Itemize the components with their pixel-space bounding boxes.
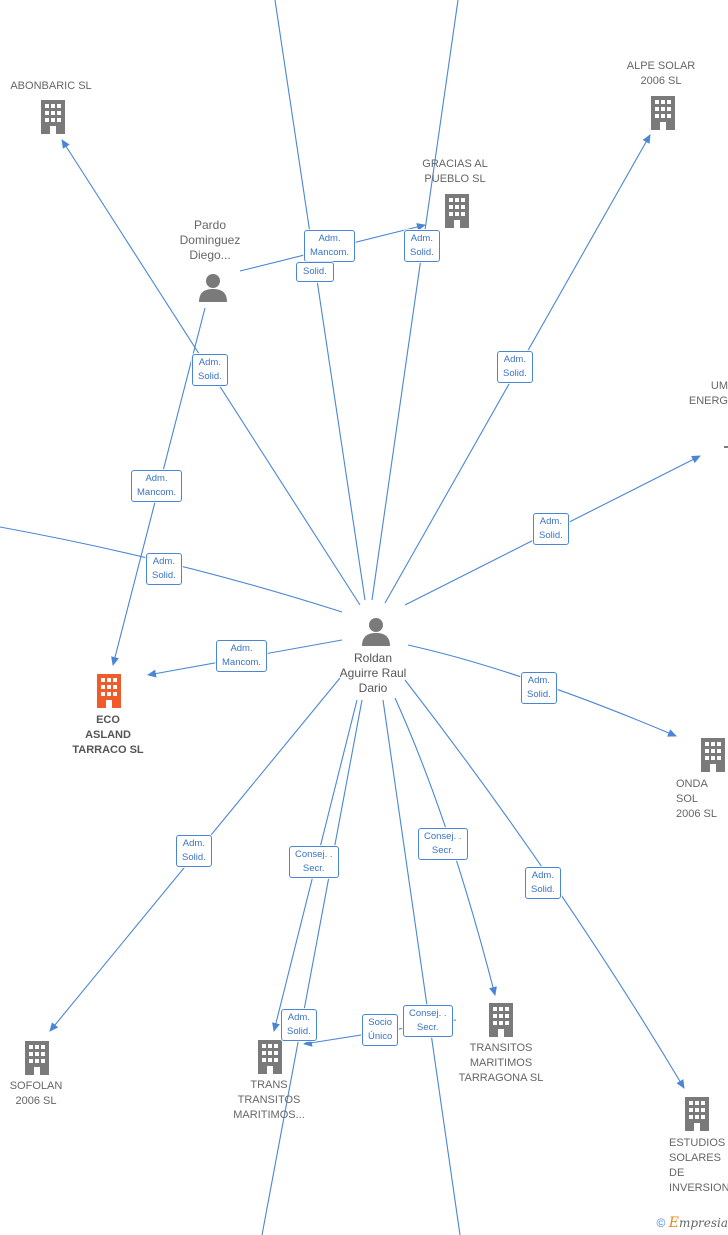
edge-line	[382, 699, 461, 1235]
edge-label[interactable]: Socio Único	[362, 1014, 399, 1046]
building-icon[interactable]	[486, 1003, 516, 1042]
edge-label[interactable]: Consej. . Secr.	[403, 1005, 453, 1037]
edge-label[interactable]: Adm. Solid.	[525, 867, 561, 899]
edge-label[interactable]: Adm. Solid.	[192, 354, 228, 386]
node-label-abonbaric[interactable]: ABONBARIC SL	[10, 80, 92, 92]
edge-line	[274, 0, 366, 601]
copyright-symbol: ©	[656, 1216, 666, 1230]
node-label-alpe[interactable]: ALPE SOLAR 2006 SL	[626, 60, 696, 87]
building-icon[interactable]	[442, 194, 472, 233]
node-label-trans[interactable]: TRANS TRANSITOS MARITIMOS...	[233, 1079, 305, 1121]
edge-label[interactable]: Adm. Solid.	[404, 230, 440, 262]
node-label-gracias[interactable]: GRACIAS AL PUEBLO SL	[422, 158, 488, 185]
building-icon[interactable]	[682, 1097, 712, 1136]
edge-label[interactable]: Adm. Mancom.	[131, 470, 183, 502]
edge-label[interactable]: Adm. Solid.	[146, 553, 182, 585]
node-label-pardo[interactable]: Pardo Dominguez Diego...	[179, 218, 241, 262]
person-icon[interactable]	[360, 616, 392, 653]
node-label-sofolan[interactable]: SOFOLAN 2006 SL	[9, 1080, 63, 1107]
building-icon-focus[interactable]	[94, 674, 124, 713]
building-icon[interactable]	[22, 1041, 52, 1080]
node-label-eco[interactable]: ECO ASLAND TARRACO SL	[72, 714, 144, 756]
node-label-onda[interactable]: ONDA SOL 2006 SL	[676, 778, 717, 820]
building-icon[interactable]	[721, 438, 728, 463]
node-label-roldan[interactable]: Roldan Aguirre Raul Dario	[339, 651, 407, 695]
edge-label[interactable]: Consej. . Secr.	[418, 828, 468, 860]
node-label-transitos[interactable]: TRANSITOS MARITIMOS TARRAGONA SL	[458, 1042, 544, 1084]
node-label-um[interactable]: UM ENERG	[688, 380, 728, 407]
edge-label[interactable]: Adm. Solid.	[497, 351, 533, 383]
edge-label[interactable]: Solid.	[296, 262, 334, 282]
edge-label[interactable]: Adm. Solid.	[533, 513, 569, 545]
edge-label[interactable]: Adm. Solid.	[176, 835, 212, 867]
edge-label[interactable]: Adm. Solid.	[521, 672, 557, 704]
brand-name: mpresia	[678, 1216, 728, 1230]
edge-label[interactable]: Adm. Mancom.	[216, 640, 268, 672]
brand-initial: E	[668, 1215, 679, 1231]
edge-label[interactable]: Adm. Mancom.	[304, 230, 356, 262]
edge-line	[261, 699, 363, 1235]
edge-label[interactable]: Adm. Solid.	[281, 1009, 317, 1041]
edge-label[interactable]: Consej. . Secr.	[289, 846, 339, 878]
node-label-estudios[interactable]: ESTUDIOS SOLARES DE INVERSION...	[669, 1137, 728, 1194]
footer-brand: © Empresia	[657, 1215, 728, 1231]
building-icon[interactable]	[255, 1040, 285, 1079]
building-icon[interactable]	[698, 738, 728, 777]
building-icon[interactable]	[38, 100, 68, 139]
person-icon[interactable]	[197, 272, 229, 309]
building-icon[interactable]	[648, 96, 678, 135]
edge-line	[371, 0, 459, 601]
